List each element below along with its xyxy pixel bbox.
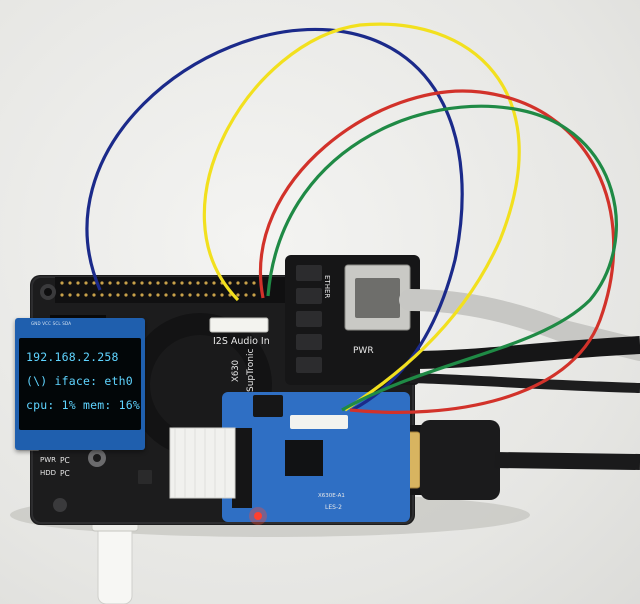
i2s-audio-label: I2S Audio In: [213, 336, 270, 347]
brand-label: SupTronic: [246, 348, 256, 392]
adapter-model-label: LES-2: [325, 504, 342, 511]
power-cable-upper: [409, 336, 640, 369]
adapter-ic-chip: [285, 440, 323, 476]
hdd-led-label: HDD: [40, 469, 57, 477]
gpio-pins: [60, 281, 256, 297]
side-connector-right: [138, 470, 152, 484]
adapter-part-label: X630E-A1: [318, 493, 345, 499]
navy-wire: [85, 27, 464, 412]
power-cable-lower: [409, 373, 640, 393]
ribbon-lines: [174, 428, 226, 498]
adapter-jumper: [253, 395, 283, 417]
pwr-label: PWR: [353, 346, 374, 356]
oled-pin-labels: GND VCC SCL SDA: [31, 321, 72, 326]
status-led-glow: [249, 507, 267, 525]
oled-display-module: GND VCC SCL SDA 192.168.2.258 (\) iface:…: [15, 318, 145, 450]
oled-screen: 192.168.2.258 (\) iface: eth0 cpu: 1% me…: [19, 338, 141, 430]
hdmi-boot: [420, 420, 500, 500]
oled-ip-address: 192.168.2.258: [26, 350, 119, 364]
adapter-ffc-connector: [232, 428, 252, 508]
adapter-white-connector: [290, 415, 348, 429]
ribbon-cable: [169, 427, 236, 499]
status-led: [254, 512, 262, 520]
yellow-wire: [202, 22, 521, 412]
hdmi-cable: [494, 452, 640, 470]
gpio-header: [55, 277, 290, 303]
red-wire: [259, 89, 616, 414]
green-wire: [266, 104, 618, 412]
pc-label-1: PC: [60, 456, 70, 465]
i2s-connector: [209, 317, 269, 333]
oled-cpu-mem: cpu: 1% mem: 16%: [26, 398, 140, 412]
pc-label-2: PC: [60, 469, 70, 478]
oled-interface: (\) iface: eth0: [26, 374, 133, 388]
rj45-socket-opening: [355, 278, 400, 318]
model-label: X630: [231, 359, 241, 382]
ethernet-label: ETHER: [323, 275, 331, 299]
component-pads: [296, 265, 322, 373]
pwr-led-label: PWR: [40, 456, 57, 464]
ethernet-cable: [399, 289, 640, 361]
